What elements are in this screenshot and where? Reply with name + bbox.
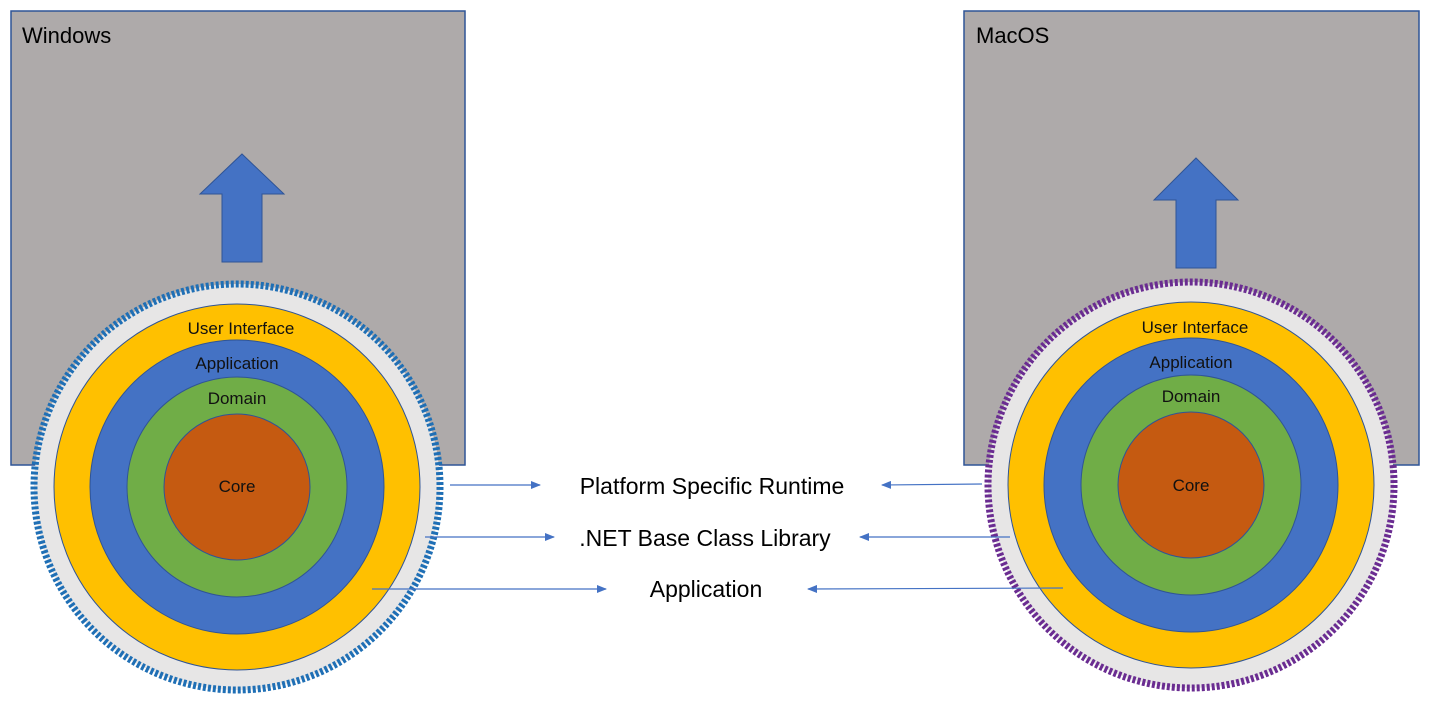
macos-application-label: Application bbox=[1149, 353, 1232, 372]
windows-domain-label: Domain bbox=[208, 389, 267, 408]
windows-title: Windows bbox=[22, 23, 111, 48]
windows-core-layer bbox=[163, 413, 311, 561]
windows-panel: Windows User Interface Application Domai… bbox=[10, 10, 466, 694]
macos-core-label: Core bbox=[1173, 476, 1210, 495]
macos-core-layer bbox=[1117, 411, 1265, 559]
connector-right-runtime bbox=[881, 480, 983, 489]
net-base-class-library-label: .NET Base Class Library bbox=[579, 525, 831, 551]
macos-up-arrow-icon bbox=[1152, 157, 1240, 269]
windows-user-interface-label: User Interface bbox=[188, 319, 295, 338]
macos-domain-label: Domain bbox=[1162, 387, 1221, 406]
windows-core-label: Core bbox=[219, 477, 256, 496]
windows-up-arrow-icon bbox=[198, 153, 286, 263]
application-label: Application bbox=[650, 576, 763, 602]
platform-specific-runtime-label: Platform Specific Runtime bbox=[580, 473, 845, 499]
macos-user-interface-label: User Interface bbox=[1142, 318, 1249, 337]
macos-panel: MacOS User Interface Application Domain … bbox=[963, 10, 1420, 692]
macos-title: MacOS bbox=[976, 23, 1049, 48]
connector-right-application bbox=[807, 584, 1064, 593]
windows-application-label: Application bbox=[195, 354, 278, 373]
connectors bbox=[372, 480, 1064, 593]
